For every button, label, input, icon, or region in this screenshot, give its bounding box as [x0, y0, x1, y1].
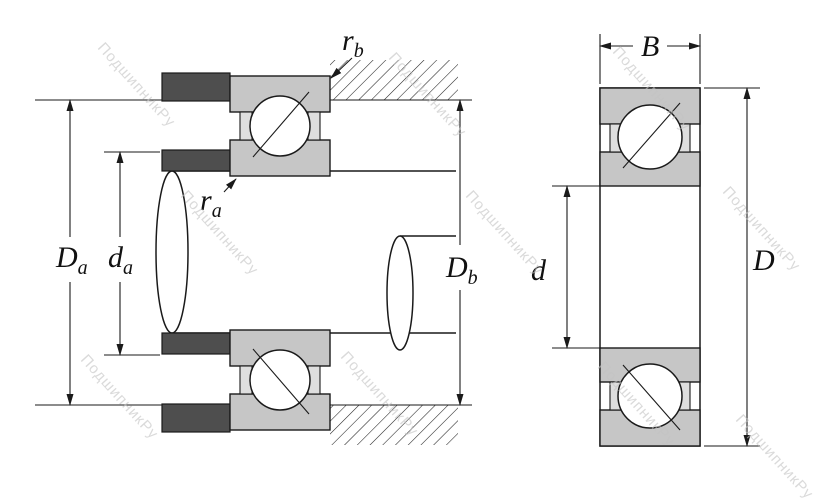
leader-line-rb: [330, 57, 353, 79]
dim-D-base: D: [752, 244, 775, 277]
dim-ra-base: r: [200, 184, 212, 217]
spacer-inner-bottom: [161, 332, 231, 355]
dim-Db-sub: b: [468, 267, 478, 289]
dim-Da-sub: a: [78, 257, 88, 279]
dim-rb-base: r: [342, 24, 354, 57]
dim-label-ra: ra: [200, 184, 222, 222]
watermark-text: ПодшипникРу: [732, 411, 813, 502]
spacer-outer-top: [161, 72, 231, 102]
right-view-bearing-section: B d D: [531, 30, 775, 447]
bearing-section-bottom-left: [229, 329, 331, 431]
dim-label-Da: Da: [55, 241, 88, 279]
shaft: [155, 170, 456, 351]
dim-label-B: B: [641, 30, 659, 63]
dim-label-da: da: [108, 241, 133, 279]
shaft-body: [172, 171, 456, 333]
right-view-dimensions: B d D: [531, 30, 775, 447]
contact-angle-line: [252, 348, 310, 415]
spacer-inner-top: [161, 149, 231, 172]
spacer-outer-bottom: [161, 403, 231, 433]
dim-da-sub: a: [123, 257, 133, 279]
contact-angle-line: [622, 102, 681, 169]
dim-da-base: d: [108, 241, 124, 274]
bearing-section-bottom-right: [599, 347, 701, 447]
watermark-text: ПодшипникРу: [462, 187, 547, 278]
dim-Da-base: D: [55, 241, 78, 274]
dim-ra-sub: a: [212, 200, 222, 222]
dim-d-base: d: [531, 254, 547, 287]
dim-label-D: D: [752, 244, 775, 277]
housing: [330, 60, 472, 445]
left-view-mounted-section: Da da Db rb ra: [35, 24, 478, 445]
dim-label-rb: rb: [342, 24, 364, 62]
watermark-text: ПодшипникРу: [77, 351, 162, 442]
shaft-step-ellipse: [386, 235, 414, 351]
spacers: [161, 72, 231, 433]
contact-angle-line: [252, 91, 310, 158]
dim-B-base: B: [641, 30, 659, 63]
left-view-dimensions: Da da Db rb ra: [35, 24, 478, 406]
dim-Db-base: D: [445, 251, 468, 284]
housing-hatch-top: [330, 60, 458, 100]
contact-angle-line: [622, 364, 681, 431]
leader-line-ra: [223, 178, 237, 193]
housing-hatch-bottom: [330, 405, 458, 445]
dim-label-d: d: [531, 254, 547, 287]
dim-label-Db: Db: [445, 251, 478, 289]
bearing-section-top-right: [599, 87, 701, 187]
bearing-section-top-left: [229, 75, 331, 177]
dim-rb-sub: b: [354, 40, 364, 62]
